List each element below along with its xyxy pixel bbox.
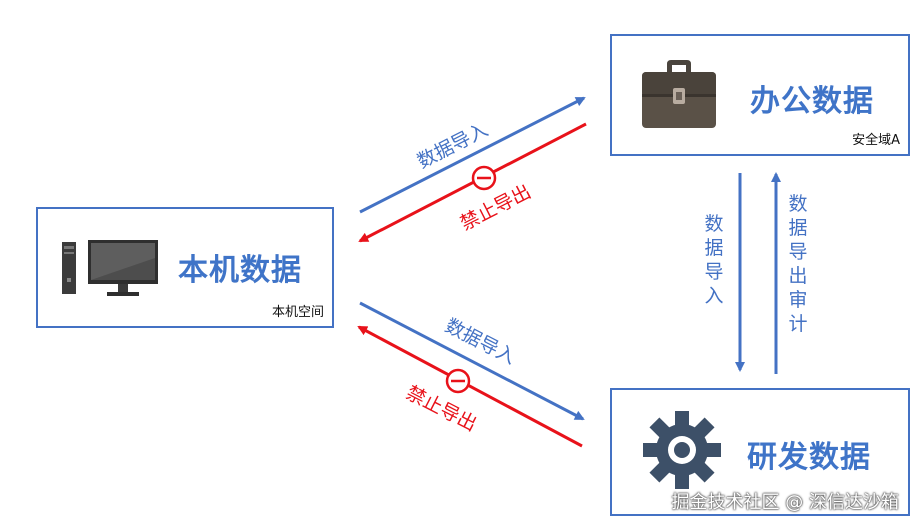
label-import-bottom: 数据导入 — [441, 314, 520, 369]
dev-data-title: 研发数据 — [747, 440, 871, 475]
security-domain-label: 安全域A — [852, 133, 900, 148]
local-data-title: 本机数据 — [178, 253, 302, 288]
forbidden-icon-bottom — [445, 368, 471, 394]
arrow-import-local-to-office — [359, 96, 586, 214]
gear-icon — [642, 410, 722, 490]
office-data-box: 办公数据 安全域A — [610, 34, 910, 156]
watermark: 掘金技术社区 @ 深信达沙箱 — [671, 492, 899, 513]
forbidden-icon-top — [471, 165, 497, 191]
label-forbidden-export-bottom: 禁止导出 — [402, 381, 481, 436]
label-import-vertical: 数据导入 — [704, 213, 724, 307]
label-forbidden-export-top: 禁止导出 — [456, 180, 535, 235]
label-import-top: 数据导入 — [413, 118, 492, 173]
label-export-audit-vertical: 数据导出审计 — [788, 193, 808, 335]
desktop-computer-icon — [60, 238, 160, 300]
briefcase-icon — [640, 58, 718, 130]
dev-data-box: 研发数据 — [610, 388, 910, 516]
local-space-label: 本机空间 — [271, 305, 324, 320]
local-data-box: 本机数据 本机空间 — [36, 207, 334, 328]
office-data-title: 办公数据 — [750, 84, 874, 119]
